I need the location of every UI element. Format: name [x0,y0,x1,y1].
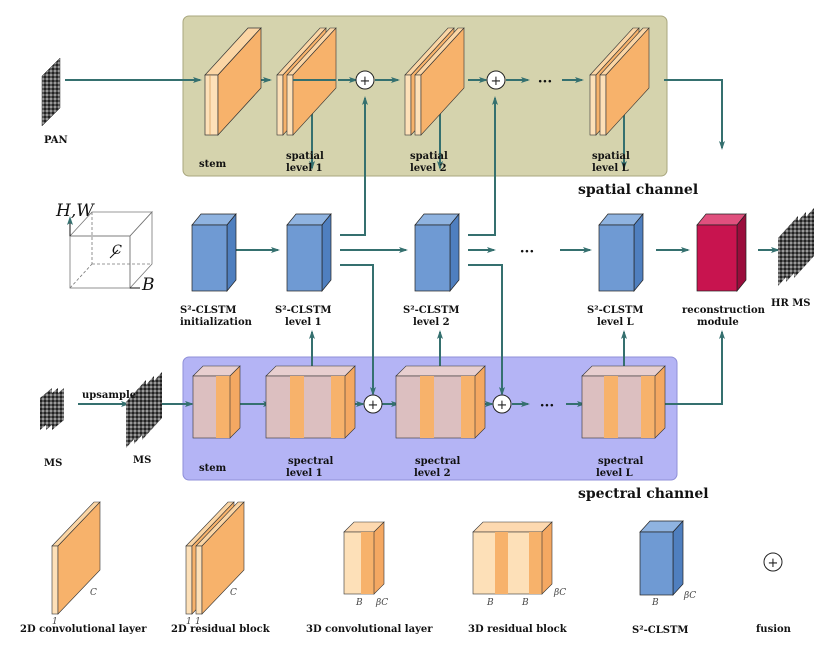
spectral-level-1-block [265,365,356,439]
clstm-level-1-label-a: S²-CLSTM [275,305,331,316]
spatial-level-1-block [276,27,337,136]
axis-cube [67,210,153,290]
spectral-fusion-2: + [492,394,512,414]
spectral-stem-block [192,365,241,439]
spatial-fusion-1: + [355,70,375,90]
svg-text:+: + [497,398,508,413]
clstm-level-l-label-b: level L [597,317,634,328]
legend-2d-residual-1a: 1 [186,617,192,627]
clstm-init-label-b: initialization [180,317,253,328]
lstm-ellipsis: ··· [520,244,535,260]
legend-2d-conv-1: 1 [52,617,58,627]
ms-input-label: MS [44,458,62,469]
legend-clstm-label: S²-CLSTM [632,625,688,636]
ms-input-image [40,388,64,430]
spatial-level-1-label-b: level 1 [286,163,323,174]
spectral-level-l-block [581,365,666,439]
spatial-fusion-2: + [486,70,506,90]
clstm-level-2-block [414,213,460,292]
ms-upsampled-image [126,372,162,448]
legend-3d-residual-bc: βC [553,588,566,598]
spectral-stem-label: stem [199,463,227,474]
clstm-level-2-label-b: level 2 [413,317,450,328]
legend-2d-conv-label: 2D convolutional layer [20,624,147,635]
legend-3d-residual-b1: B [486,598,494,608]
clstm-level-1-block [286,213,332,292]
axis-hw-label: H,W [55,201,95,221]
legend-3d-conv: B βC [343,521,388,608]
spectral-channel-title: spectral channel [578,486,709,502]
legend-3d-residual-b2: B [521,598,529,608]
lstm-flow-arrows [236,247,780,396]
ms-upsampled-label: MS [133,455,151,466]
spatial-stem-label: stem [199,159,227,170]
legend-2d-residual-1b: 1 [195,617,201,627]
clstm-level-1-label-b: level 1 [285,317,322,328]
spatial-level-2-label-a: spatial [410,151,448,162]
clstm-level-2-label-a: S²-CLSTM [403,305,459,316]
hr-ms-output-image [778,208,814,286]
spatial-ellipsis: ··· [538,74,553,90]
legend-2d-residual-c: C [230,588,237,598]
legend-3d-conv-label: 3D convolutional layer [306,624,433,635]
clstm-level-l-label-a: S²-CLSTM [587,305,643,316]
legend-3d-conv-bc: βC [375,598,388,608]
spectral-level-2-label-a: spectral [415,456,460,467]
reconstruction-module-block [696,213,747,292]
clstm-level-l-block [598,213,644,292]
legend-2d-residual-label: 2D residual block [171,624,271,635]
spectral-fusion-1: + [363,394,383,414]
spectral-flow-arrows [78,330,725,407]
legend-clstm: B βC [639,520,696,608]
svg-text:+: + [368,398,379,413]
axis-b-label: B [141,275,155,295]
spectral-ellipsis: ··· [540,398,555,414]
upsample-label: upsample [82,390,136,401]
spatial-flow-arrows [65,77,725,236]
spatial-level-l-label-b: level L [592,163,629,174]
svg-text:+: + [768,556,779,571]
spatial-level-l-label-a: spatial [592,151,630,162]
legend-fusion-symbol: + [763,552,783,572]
legend-2d-conv-c: C [90,588,97,598]
legend-3d-conv-b: B [355,598,363,608]
legend-clstm-bc: βC [683,591,696,601]
legend-fusion-label: fusion [756,624,792,635]
legend-2d-residual: C 1 1 [185,501,245,627]
spatial-channel-title: spatial channel [578,182,698,198]
legend-3d-residual: B B βC [472,521,566,608]
spectral-level-1-label-a: spectral [288,456,333,467]
pan-label: PAN [44,135,68,146]
spectral-level-2-label-b: level 2 [414,468,451,479]
svg-text:+: + [491,74,502,89]
hr-ms-label: HR MS [771,298,811,309]
legend-2d-conv: C 1 [51,501,101,627]
spectral-level-l-label-a: spectral [598,456,643,467]
legend-clstm-b: B [651,598,659,608]
clstm-init-label-a: S²-CLSTM [180,305,236,316]
spectral-level-1-label-b: level 1 [286,468,323,479]
spatial-stem-block [204,27,262,136]
svg-text:+: + [360,74,371,89]
reconstruction-label-a: reconstruction [682,305,766,316]
legend-3d-residual-label: 3D residual block [468,624,568,635]
spectral-level-l-label-b: level L [596,468,633,479]
spatial-level-2-block [404,27,465,136]
spatial-level-2-label-b: level 2 [410,163,447,174]
spatial-level-l-block [589,27,650,136]
axis-c-label: C [112,243,122,258]
pan-image [41,57,61,127]
spatial-level-1-label-a: spatial [286,151,324,162]
reconstruction-label-b: module [697,317,739,328]
clstm-initialization-block [191,213,237,292]
spectral-level-2-block [395,365,486,439]
